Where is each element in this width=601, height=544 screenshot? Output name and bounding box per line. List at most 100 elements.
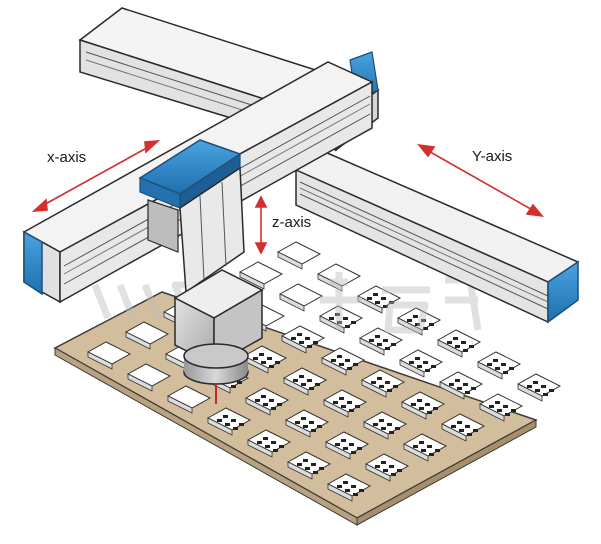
- chip-pocket: [277, 403, 282, 406]
- chip-pocket: [421, 319, 426, 322]
- chip-pocket: [489, 405, 494, 408]
- chip-pocket: [457, 421, 462, 424]
- work-board-edge-right: [356, 419, 537, 526]
- x-beam-end-cap: [23, 230, 43, 296]
- chip-side: [279, 293, 305, 312]
- z-axis-column: [179, 166, 245, 294]
- chip: [398, 349, 444, 373]
- chip-side: [87, 351, 113, 370]
- chip-pocket: [375, 465, 380, 468]
- chip-pocket: [335, 443, 340, 446]
- chip-pocket: [313, 471, 318, 474]
- chip-pocket: [253, 357, 258, 360]
- chip-side: [399, 359, 425, 378]
- chip: [276, 241, 322, 265]
- chip-pocket: [337, 485, 342, 488]
- chip-pocket: [337, 355, 342, 358]
- chip-pocket: [389, 431, 394, 434]
- chip-pocket: [389, 465, 394, 468]
- chip-side: [245, 397, 271, 416]
- chip-pocket: [303, 459, 308, 462]
- chip-pocket: [449, 383, 454, 386]
- chip-pocket: [353, 493, 358, 496]
- chip-pocket: [463, 383, 468, 386]
- chip-pocket: [267, 357, 272, 360]
- chip-pocket: [413, 315, 418, 318]
- chip-pocket: [385, 381, 390, 384]
- chip-side: [287, 461, 313, 480]
- chip-pocket: [261, 361, 266, 364]
- chip-pocket: [453, 337, 458, 340]
- chip: [238, 261, 284, 285]
- chip-pocket: [297, 333, 302, 336]
- chip-pocket: [357, 447, 362, 450]
- chip-side: [283, 377, 309, 396]
- chip-pocket: [549, 389, 554, 392]
- chip-pocket: [307, 379, 312, 382]
- chip-pocket: [391, 343, 396, 346]
- chip-pocket: [391, 473, 396, 476]
- chip-pocket: [411, 403, 416, 406]
- chip-pocket: [533, 381, 538, 384]
- chip-pocket: [345, 325, 350, 328]
- chip-pocket: [377, 343, 382, 346]
- chip-side: [359, 337, 385, 356]
- chip-pocket: [237, 381, 242, 384]
- chip-pocket: [337, 321, 342, 324]
- chip-pocket: [301, 417, 306, 420]
- chip-pocket: [291, 337, 296, 340]
- chip-pocket: [389, 301, 394, 304]
- chip-pocket: [503, 371, 508, 374]
- chip: [278, 283, 324, 307]
- chip-pocket: [335, 313, 340, 316]
- y-axis-rail: [294, 151, 580, 324]
- chip-side: [327, 483, 353, 502]
- chip-pocket: [341, 405, 346, 408]
- chip-pocket: [309, 421, 314, 424]
- chip-pocket: [351, 485, 356, 488]
- chip-pocket: [263, 403, 268, 406]
- chip-pocket: [383, 305, 388, 308]
- chip-pocket: [447, 341, 452, 344]
- chip-pocket: [379, 385, 384, 388]
- chip-side: [323, 399, 349, 418]
- chip-side: [317, 273, 343, 292]
- chip-pocket: [377, 377, 382, 380]
- chip-pocket: [261, 395, 266, 398]
- chip-side: [517, 383, 543, 402]
- chip-pocket: [415, 323, 420, 326]
- chip-pocket: [433, 407, 438, 410]
- chip-pocket: [425, 369, 430, 372]
- chip-pocket: [465, 391, 470, 394]
- chip-pocket: [343, 317, 348, 320]
- chip-pocket: [423, 361, 428, 364]
- chip-pocket: [257, 441, 262, 444]
- chip-pocket: [435, 449, 440, 452]
- chip-pocket: [373, 423, 378, 426]
- chip-pocket: [269, 365, 274, 368]
- chip-pocket: [427, 411, 432, 414]
- chip-pocket: [373, 293, 378, 296]
- chip-pocket: [397, 469, 402, 472]
- chip-pocket: [387, 423, 392, 426]
- chip-pocket: [395, 427, 400, 430]
- chip-pocket: [339, 397, 344, 400]
- chip-pocket: [355, 405, 360, 408]
- chip-pocket: [305, 337, 310, 340]
- chip-pocket: [393, 385, 398, 388]
- chip-pocket: [295, 421, 300, 424]
- z-carriage: [138, 139, 245, 294]
- chip-pocket: [239, 423, 244, 426]
- chip-side: [125, 331, 151, 350]
- chip-pocket: [381, 297, 386, 300]
- chip-side: [127, 373, 153, 392]
- chip-pocket: [385, 347, 390, 350]
- x-axis-label: x-axis: [47, 149, 87, 166]
- chip-pocket: [487, 363, 492, 366]
- chip-pocket: [493, 359, 498, 362]
- chip-pocket: [429, 323, 434, 326]
- chip-side: [441, 423, 467, 442]
- chip-pocket: [351, 451, 356, 454]
- chip-pocket: [409, 361, 414, 364]
- chip-pocket: [503, 405, 508, 408]
